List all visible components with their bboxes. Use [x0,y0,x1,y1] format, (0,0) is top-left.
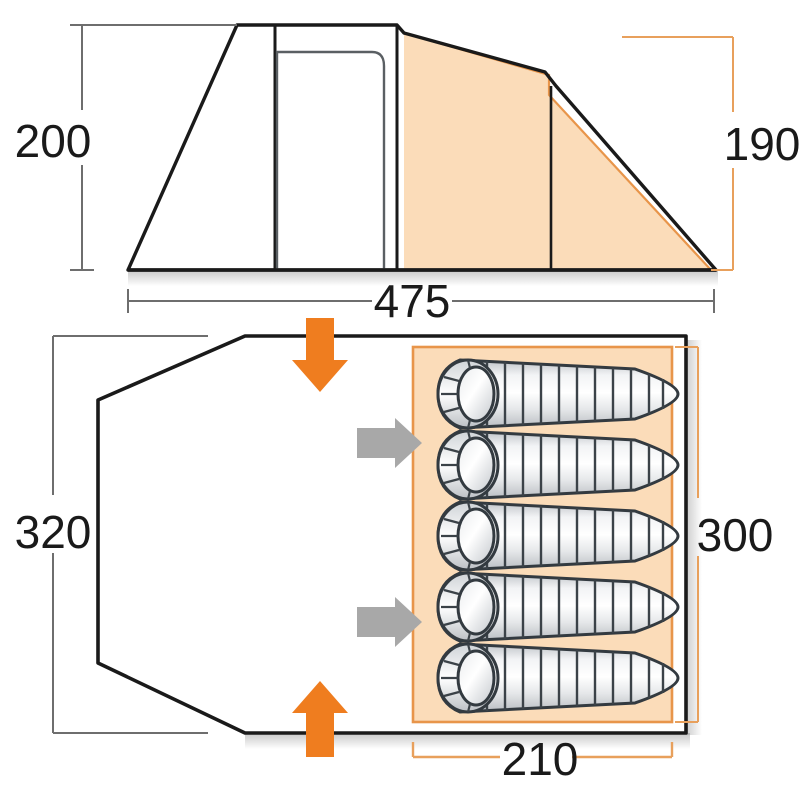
elevation-door-panel [275,50,386,270]
inner-door-arrow-lower [357,597,422,647]
arrow-down-icon [292,318,348,392]
arrow-right-icon [357,597,422,647]
sleeping-bag-1 [436,358,680,430]
arrow-right-icon [357,418,422,468]
door-arrow-top [292,318,348,392]
elevation-outer-outline [126,23,718,272]
dim-label-height-main: 200 [15,115,92,167]
sleeping-bag-5 [436,642,680,714]
elevation-bedroom-fill [404,33,711,270]
sleeping-bag-2 [436,429,680,501]
sleeping-bag-3 [436,500,680,572]
sleeping-bag-group [436,358,680,714]
dim-label-height-bedroom: 190 [724,118,800,170]
dim-label-width-bedroom: 300 [697,509,774,561]
door-arrow-bottom [292,681,348,757]
arrow-up-icon [292,681,348,757]
dim-label-depth-bedroom: 210 [502,733,579,785]
plan-bottom-shadow [245,733,690,749]
dim-label-length-total: 475 [374,275,451,327]
floor-plan-view: 320 300 210 [15,318,774,785]
sleeping-bag-4 [436,571,680,643]
inner-door-arrow-upper [357,418,422,468]
dim-label-width-total: 320 [15,506,92,558]
elevation-ground-shadow [128,270,718,286]
side-elevation-view: 200 190 475 [15,23,800,327]
